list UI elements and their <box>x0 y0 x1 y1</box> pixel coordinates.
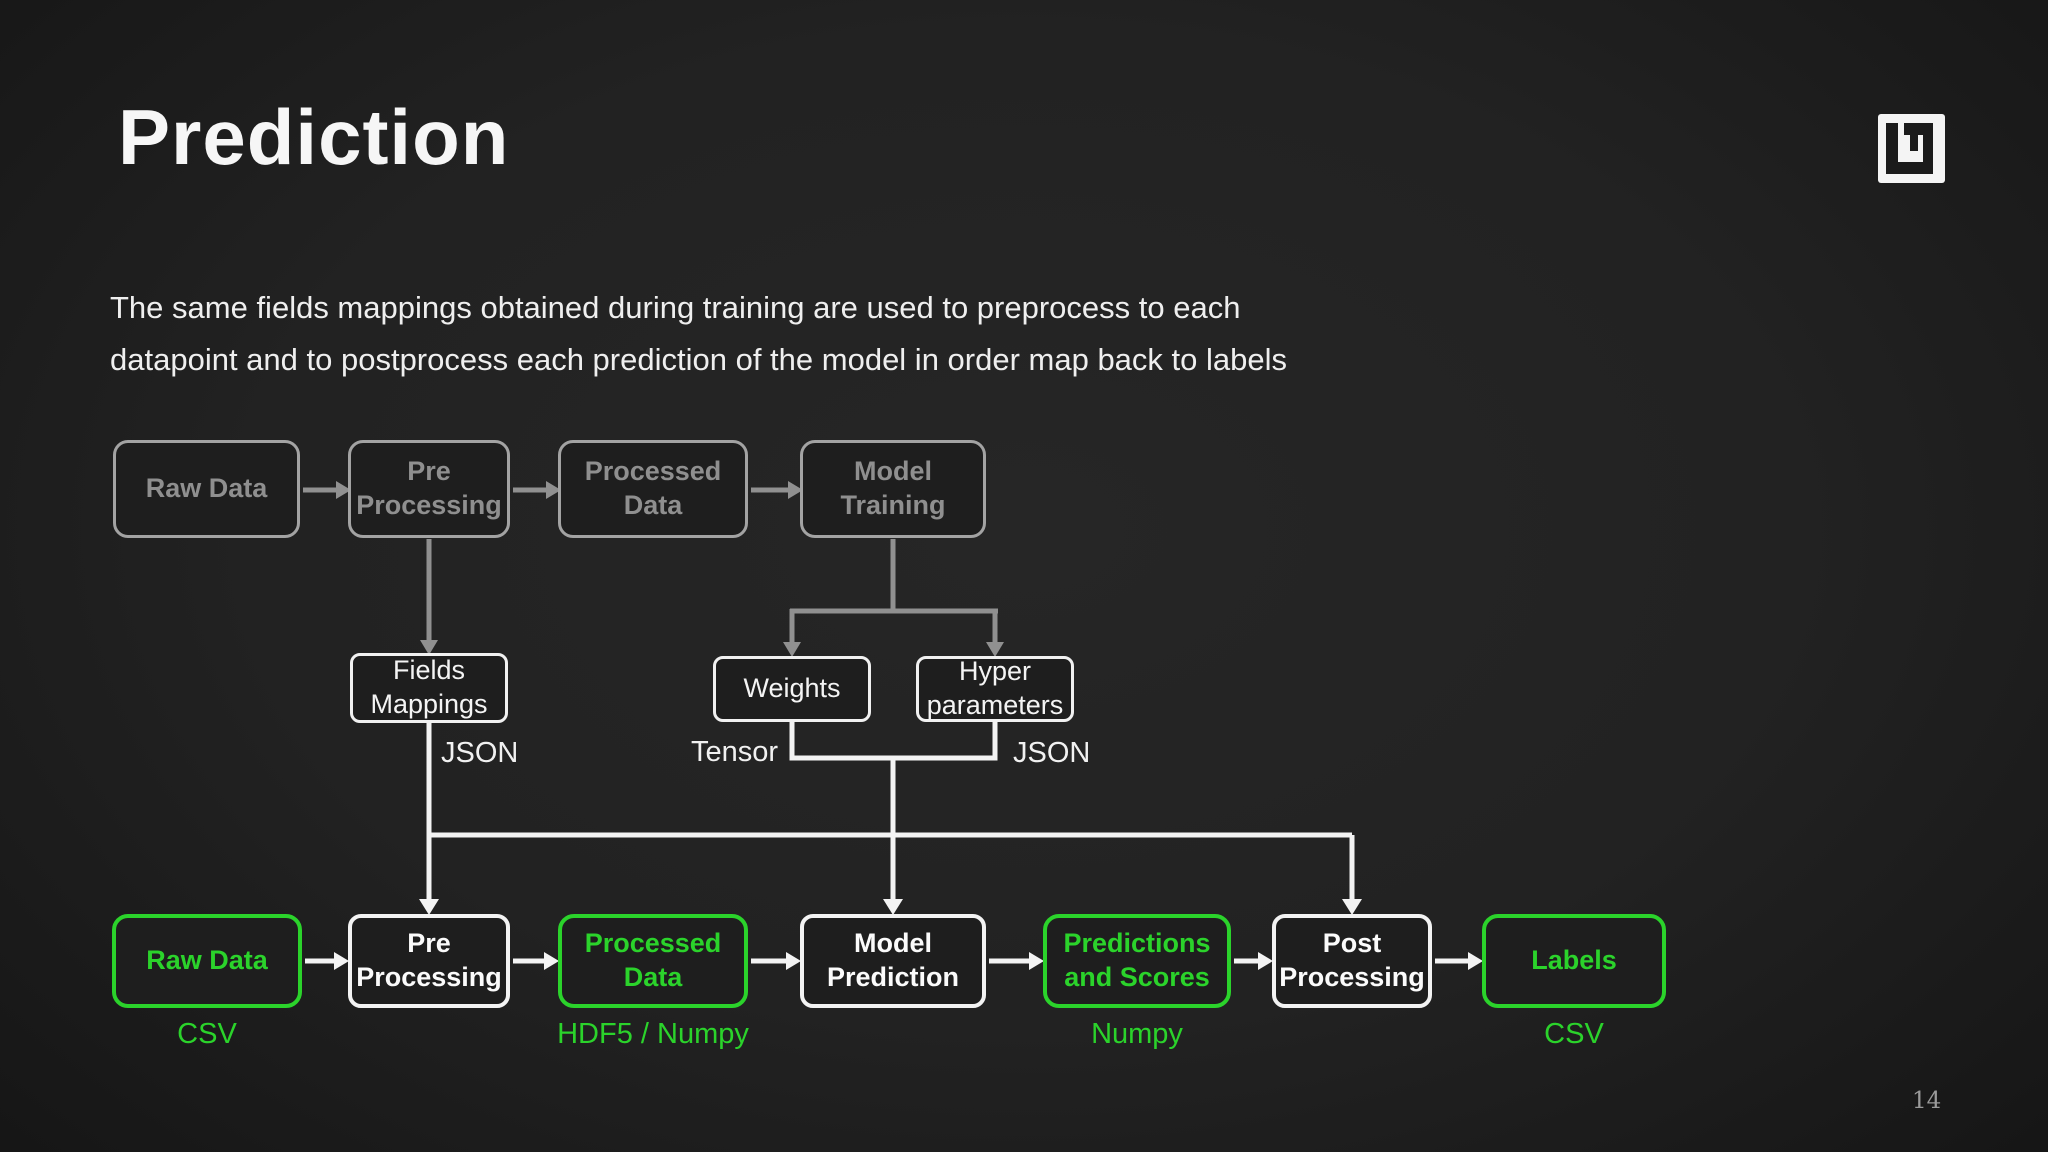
prediction-box-processed-data: Processed Data <box>558 914 748 1008</box>
training-box-processed-data: Processed Data <box>558 440 748 538</box>
format-label-predictions-numpy: Numpy <box>1091 1018 1183 1050</box>
page-title: Prediction <box>118 93 510 181</box>
format-label-processed-data-hdf5-numpy: HDF5 / Numpy <box>557 1018 749 1050</box>
prediction-box-pre-processing-label: Pre Processing <box>356 928 502 992</box>
training-box-model-training: Model Training <box>800 440 986 538</box>
ludwig-logo-icon <box>1878 114 1945 183</box>
training-box-raw-data-label: Raw Data <box>145 473 268 504</box>
training-box-raw-data: Raw Data <box>113 440 300 538</box>
format-label-fields-mappings: JSON <box>441 737 519 769</box>
prediction-box-predictions-and-scores-label: Predictions and Scores <box>1063 928 1211 992</box>
prediction-box-post-processing: Post Processing <box>1272 914 1432 1008</box>
format-label-labels-csv: CSV <box>1544 1018 1604 1050</box>
prediction-box-predictions-and-scores: Predictions and Scores <box>1043 914 1231 1008</box>
artifact-box-hyper-parameters-label: Hyper parameters <box>926 656 1064 720</box>
artifact-box-weights-label: Weights <box>743 673 841 704</box>
prediction-box-labels: Labels <box>1482 914 1666 1008</box>
format-label-raw-data-csv: CSV <box>177 1018 237 1050</box>
prediction-box-raw-data: Raw Data <box>112 914 302 1008</box>
body-text: The same fields mappings obtained during… <box>110 282 1630 386</box>
artifact-box-hyper-parameters: Hyper parameters <box>916 656 1074 722</box>
training-box-pre-processing-label: Pre Processing <box>356 456 502 520</box>
prediction-box-pre-processing: Pre Processing <box>348 914 510 1008</box>
format-label-weights: Tensor <box>690 736 778 768</box>
prediction-box-raw-data-label: Raw Data <box>146 945 268 976</box>
page-number: 14 <box>1912 1088 1942 1114</box>
prediction-box-post-processing-label: Post Processing <box>1279 928 1425 992</box>
artifact-box-fields-mappings-label: Fields Mappings <box>370 655 488 719</box>
prediction-box-model-prediction-label: Model Prediction <box>826 928 960 992</box>
prediction-box-processed-data-label: Processed Data <box>584 928 722 992</box>
training-box-processed-data-label: Processed Data <box>584 456 722 520</box>
prediction-box-model-prediction: Model Prediction <box>800 914 986 1008</box>
body-text-line2: datapoint and to postprocess each predic… <box>110 342 1288 377</box>
training-box-pre-processing: Pre Processing <box>348 440 510 538</box>
training-box-model-training-label: Model Training <box>840 456 946 520</box>
artifact-box-weights: Weights <box>713 656 871 722</box>
prediction-box-labels-label: Labels <box>1531 945 1617 976</box>
format-label-hyper-parameters: JSON <box>1013 737 1091 769</box>
artifact-box-fields-mappings: Fields Mappings <box>350 653 508 723</box>
body-text-line1: The same fields mappings obtained during… <box>110 290 1241 325</box>
